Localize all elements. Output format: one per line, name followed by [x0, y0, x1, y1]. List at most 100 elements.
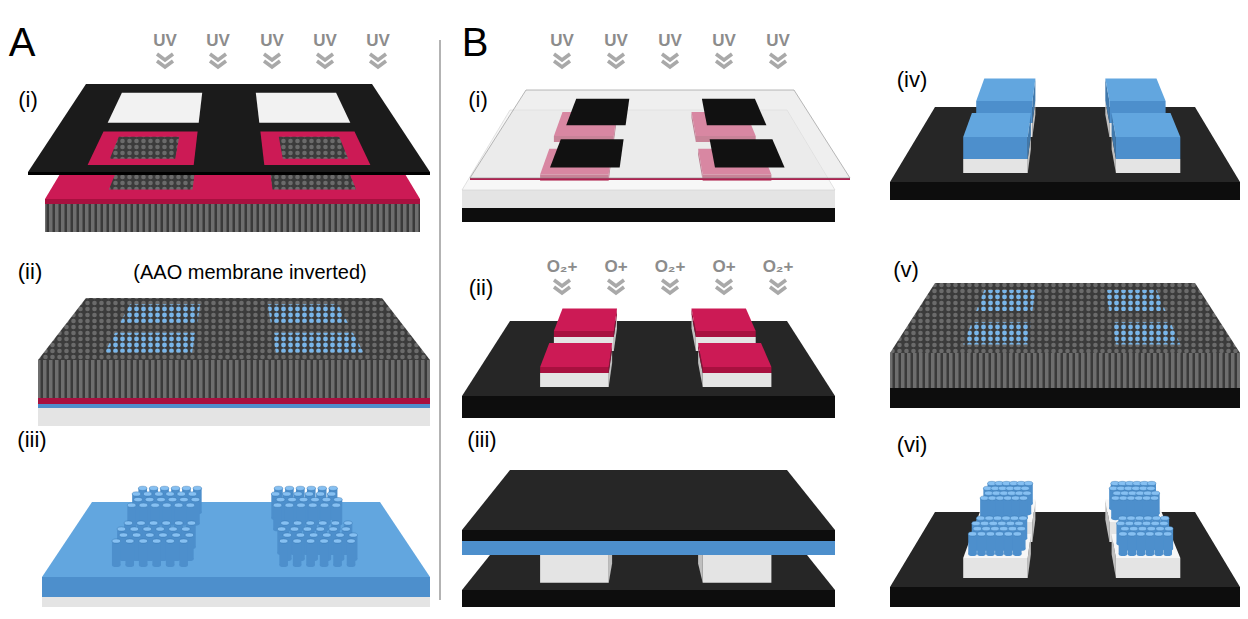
layer-top — [28, 84, 430, 172]
nanopillar-body — [1004, 534, 1013, 554]
nanopillar-top — [1118, 516, 1127, 520]
nanopillar-top — [296, 486, 305, 490]
step-number: (iv) — [897, 69, 928, 91]
nanopillar-top — [1127, 496, 1136, 500]
nanopillar-top — [152, 539, 161, 543]
nanopillar-top — [333, 539, 342, 543]
nanopillar — [333, 539, 342, 567]
plasma-label: O+ — [604, 258, 627, 275]
beam-label: UV — [766, 32, 790, 49]
beam-chevron — [662, 54, 678, 60]
mask-square — [702, 99, 767, 125]
nanopillar — [1135, 496, 1144, 520]
layer-side — [890, 353, 1240, 388]
nanopillar — [152, 539, 161, 567]
nanopillar-body — [1154, 534, 1163, 554]
step-number: (vi) — [897, 434, 928, 456]
step-number: (v) — [893, 259, 919, 281]
layer-side — [462, 190, 835, 208]
nanopillar-top — [279, 539, 288, 543]
nanopillar-top — [344, 521, 353, 525]
nanopillar-top — [119, 533, 128, 537]
layer-side — [38, 404, 430, 408]
layer-top — [890, 512, 1240, 587]
layer-side — [890, 388, 1240, 408]
nanopillar-top — [293, 539, 302, 543]
nanopillar-top — [1135, 516, 1144, 520]
nanopillar-body — [293, 541, 302, 565]
nanopillar-top — [988, 496, 997, 500]
nanopillar — [293, 539, 302, 567]
pad-front — [703, 367, 772, 373]
panel-b-step-1 — [462, 54, 850, 222]
nanopillar-top — [1145, 532, 1154, 536]
nanopillar-top — [149, 521, 158, 525]
nanopillar-top — [1006, 521, 1015, 525]
nanopillar-body — [968, 534, 977, 554]
nanopillar-top — [329, 486, 338, 490]
panel-divider — [439, 40, 441, 600]
nanopillar-top — [1128, 532, 1137, 536]
aao-window — [279, 137, 348, 159]
nanopillar-body — [166, 541, 175, 565]
nanopillar-top — [281, 521, 290, 525]
nanopillar-top — [1151, 521, 1160, 525]
nanopillar-body — [279, 541, 288, 565]
layer-side — [28, 172, 430, 175]
beam-chevron — [770, 287, 786, 293]
nanopillar-top — [327, 492, 336, 496]
beam-chevron — [554, 61, 570, 67]
nanopillar-base — [1127, 516, 1136, 520]
nanopillar-top — [980, 496, 989, 500]
nanopillar-top — [297, 503, 306, 507]
nanopillar-base — [1119, 516, 1128, 520]
pad-front — [696, 331, 756, 337]
nanopillar-body — [125, 541, 134, 565]
nanopillar-top — [1152, 516, 1161, 520]
panel-letter: A — [9, 22, 36, 62]
layer-side — [890, 182, 1240, 200]
nanopillar-top — [285, 503, 294, 507]
pad-front — [1116, 137, 1180, 159]
layer-side — [42, 597, 430, 607]
filled-pores — [105, 333, 196, 353]
nanopillar-top — [112, 539, 121, 543]
nanopillar-top — [1147, 486, 1156, 490]
nanopillar-top — [160, 486, 169, 490]
pad-front — [540, 373, 609, 387]
nanopillar-top — [992, 491, 1001, 495]
nanopillar-top — [134, 497, 143, 501]
pad-top — [1105, 79, 1165, 102]
filled-pores — [273, 333, 364, 353]
nanopillar-top — [187, 521, 196, 525]
nanopillar-top — [138, 486, 147, 490]
panel-b-step-6 — [890, 481, 1240, 607]
nanopillar — [1127, 496, 1136, 520]
nanopillar-top — [145, 497, 154, 501]
nanopillar-top — [188, 492, 197, 496]
nanopillar-top — [143, 492, 152, 496]
layer-top — [42, 502, 430, 577]
beam-label: UV — [658, 32, 682, 49]
nanopillar-top — [1150, 496, 1159, 500]
nanopillar-top — [277, 527, 286, 531]
nanopillar-top — [320, 539, 329, 543]
nanopillar — [968, 532, 977, 556]
nanopillar-top — [309, 533, 318, 537]
nanopillar-top — [1017, 527, 1026, 531]
beam-chevron — [210, 61, 226, 67]
beam-label: UV — [260, 32, 284, 49]
panel-a-step-1 — [28, 54, 430, 232]
step-number: (i) — [468, 89, 488, 111]
nanopillar-top — [274, 486, 283, 490]
nanopillar-top — [303, 527, 312, 531]
nanopillar-body — [1013, 534, 1022, 554]
nanopillar-top — [155, 492, 164, 496]
nanopillar-top — [1143, 491, 1152, 495]
nanopillar-body — [1111, 498, 1120, 518]
nanopillar-top — [1023, 491, 1032, 495]
plasma-label: O₂+ — [547, 258, 578, 275]
nanopillar-top — [180, 497, 189, 501]
nanopillar-body — [1019, 498, 1028, 518]
